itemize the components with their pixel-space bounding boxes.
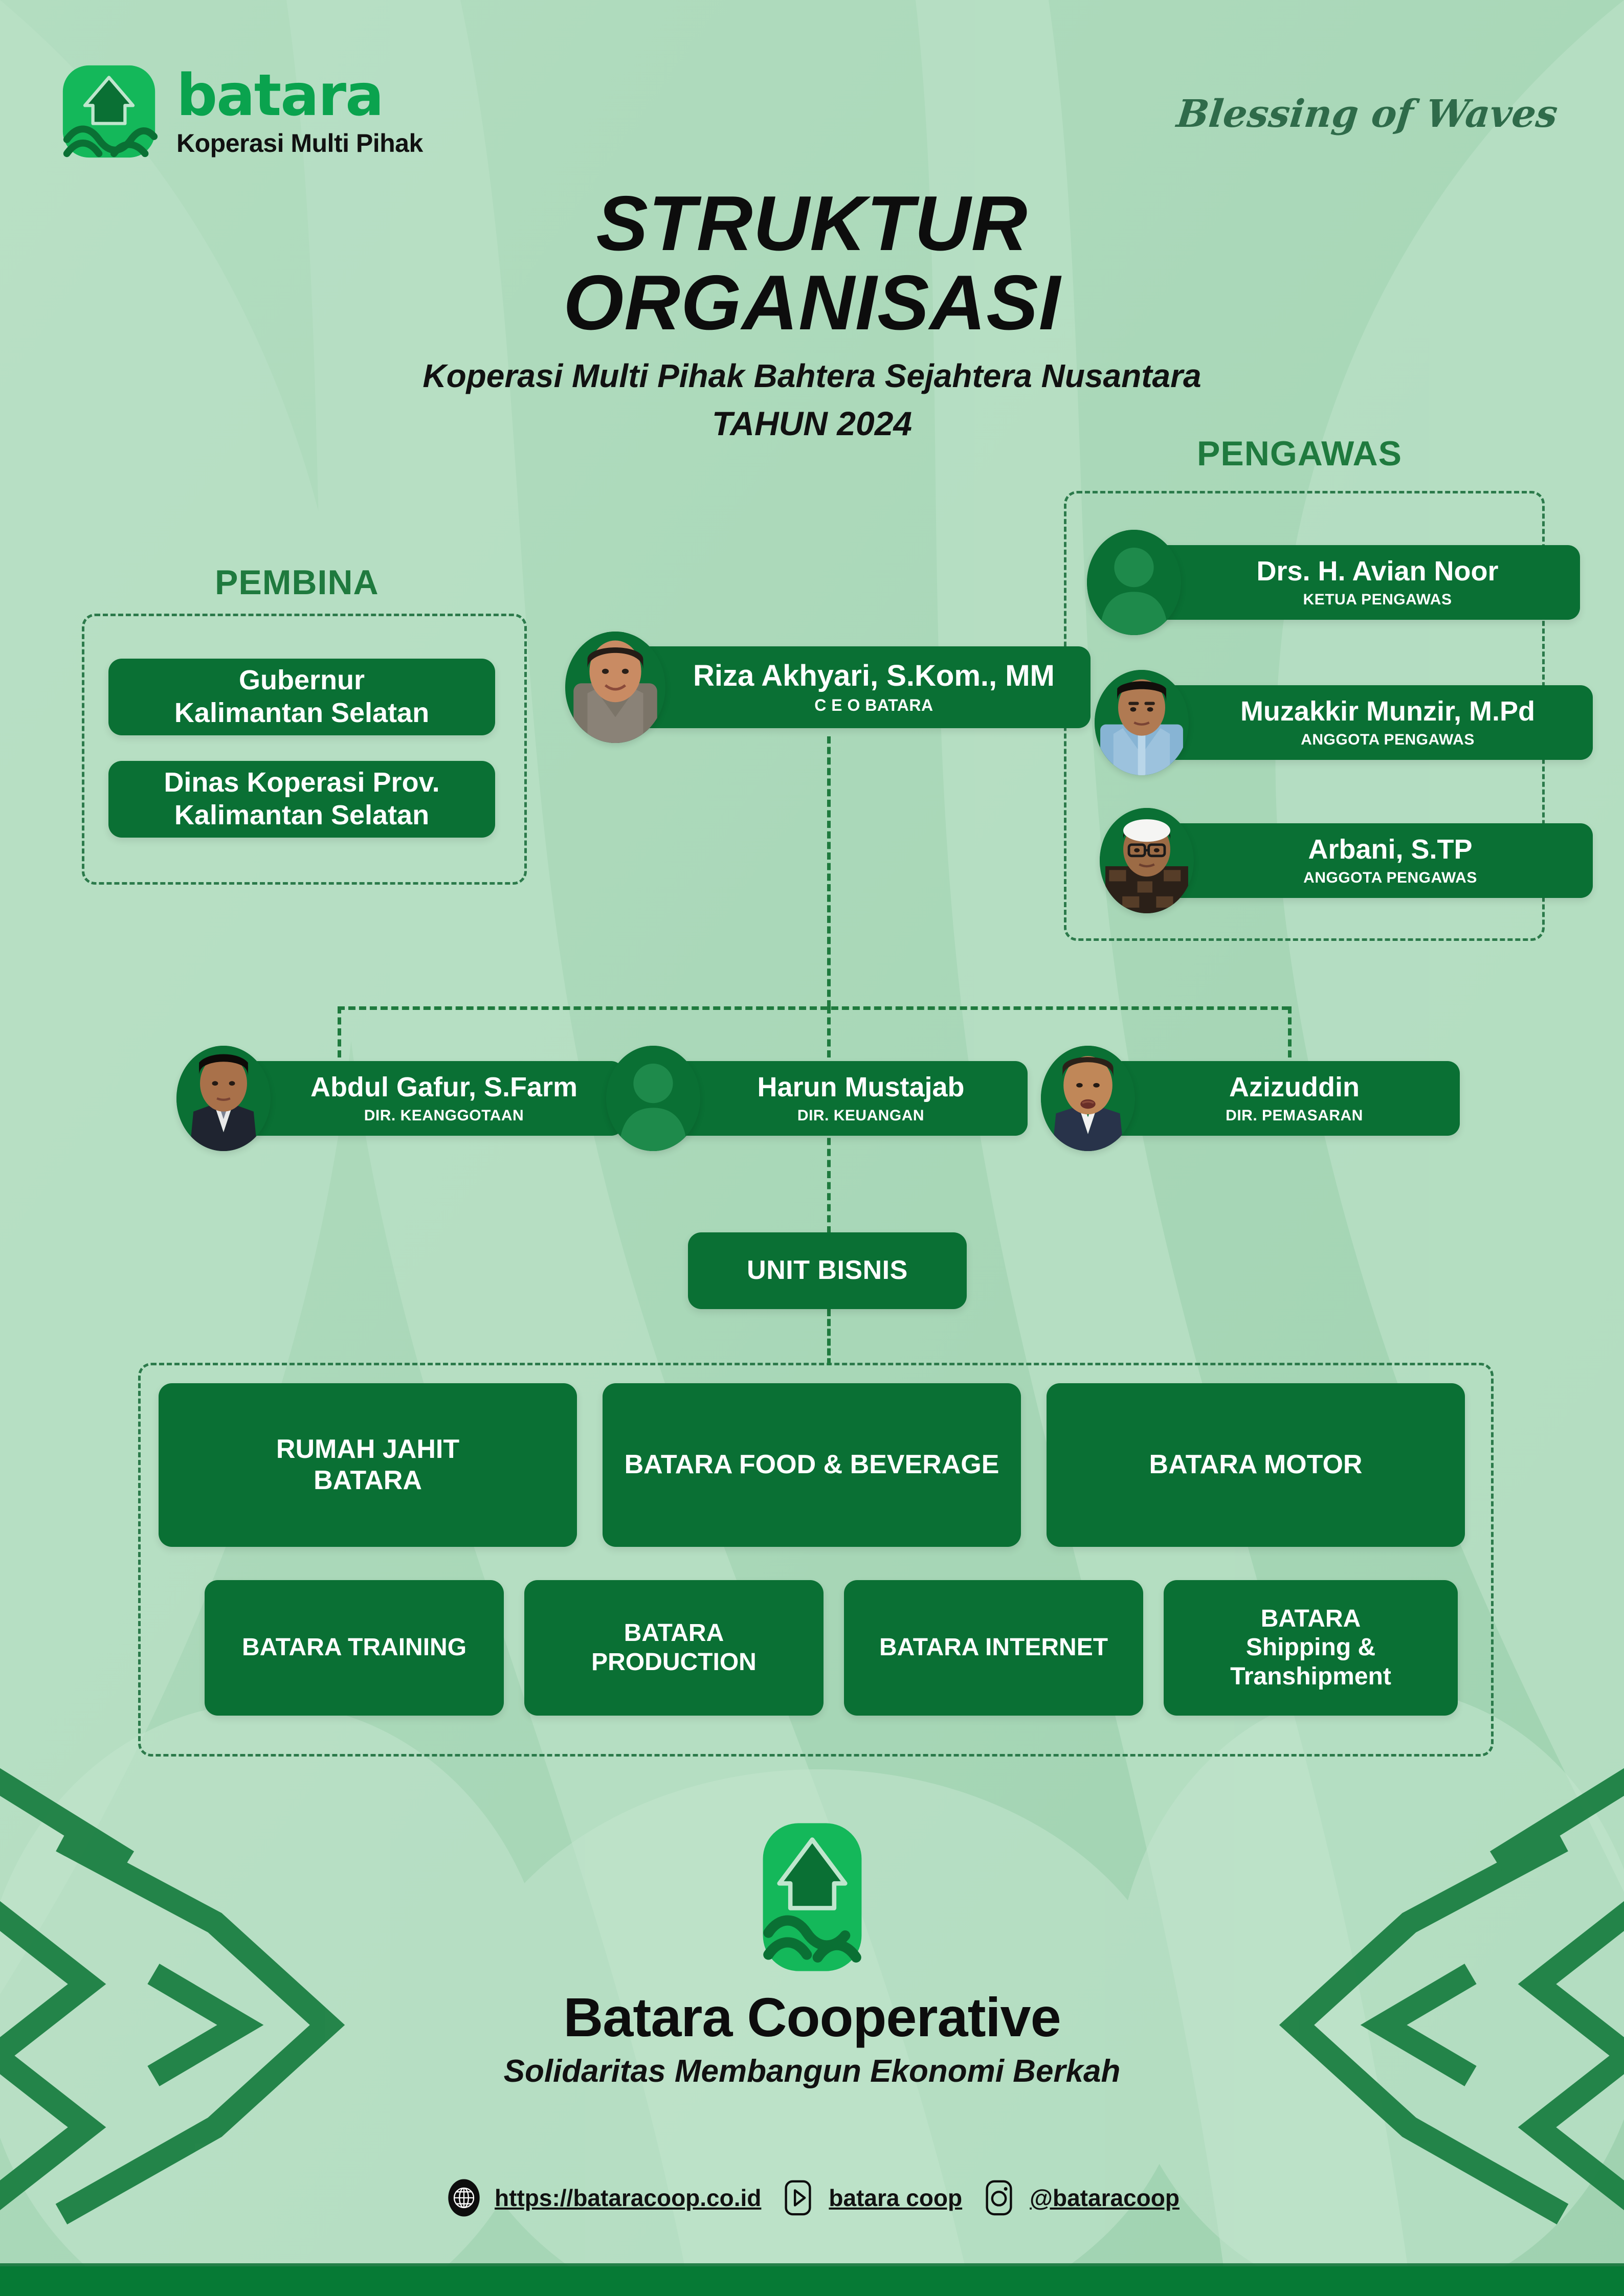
bottom-bar (0, 2266, 1624, 2296)
director-name-2: Harun Mustajab (757, 1072, 965, 1103)
logo-wordmark: batara (176, 62, 384, 129)
social-label-instagram: @bataracoop (1030, 2185, 1180, 2211)
youtube-icon (785, 2180, 811, 2216)
person-card-pengawas-2[interactable]: Muzakkir Munzir, M.Pd ANGGOTA PENGAWAS (1095, 670, 1593, 775)
business-unit-box-4[interactable]: BATARA TRAINING (205, 1580, 504, 1716)
avatar-ceo (565, 632, 665, 743)
connector-ceo-down (827, 736, 831, 1007)
plate-pengawas-1: Drs. H. Avian Noor KETUA PENGAWAS (1132, 545, 1580, 620)
business-unit-label-2: BATARA FOOD & BEVERAGE (624, 1450, 999, 1480)
avatar-photo-icon (1041, 1046, 1135, 1151)
pembina-box-2[interactable]: Dinas Koperasi Prov.Kalimantan Selatan (108, 761, 495, 838)
business-unit-label-3: BATARA MOTOR (1149, 1450, 1363, 1480)
avatar-photo-icon (176, 1046, 271, 1151)
batara-logo-icon (62, 65, 158, 158)
avatar-pengawas-1 (1087, 530, 1181, 635)
pembina-caption: PEMBINA (215, 563, 379, 602)
business-unit-box-3[interactable]: BATARA MOTOR (1047, 1383, 1465, 1547)
plate-pengawas-2: Muzakkir Munzir, M.Pd ANGGOTA PENGAWAS (1140, 685, 1593, 760)
ceo-role: C E O BATARA (814, 696, 933, 715)
pengawas-role-2: ANGGOTA PENGAWAS (1301, 731, 1475, 748)
plate-ceo: Riza Akhyari, S.Kom., MM C E O BATARA (616, 646, 1091, 729)
social-bar: https://bataracoop.co.id batara coop @ba… (0, 2178, 1624, 2217)
social-item-website[interactable]: https://bataracoop.co.id (444, 2178, 761, 2217)
tagline: Blessing of Waves (1174, 92, 1560, 136)
avatar-photo-icon (1100, 808, 1194, 913)
plate-director-1: Abdul Gafur, S.Farm DIR. KEANGGOTAAN (221, 1061, 624, 1136)
unit-bisnis-box[interactable]: UNIT BISNIS (688, 1232, 967, 1309)
pembina-group-frame (82, 614, 527, 885)
page-title: STRUKTUR ORGANISASI Koperasi Multi Pihak… (0, 184, 1624, 443)
unit-bisnis-label: UNIT BISNIS (747, 1255, 908, 1286)
director-name-1: Abdul Gafur, S.Farm (310, 1072, 578, 1103)
title-line-1: STRUKTUR (596, 180, 1028, 267)
pengawas-name-1: Drs. H. Avian Noor (1256, 556, 1499, 587)
avatar-pengawas-3 (1100, 808, 1194, 913)
avatar-placeholder-icon (1087, 530, 1181, 635)
person-card-pengawas-3[interactable]: Arbani, S.TP ANGGOTA PENGAWAS (1100, 808, 1593, 913)
director-name-3: Azizuddin (1229, 1072, 1360, 1103)
plate-director-2: Harun Mustajab DIR. KEUANGAN (651, 1061, 1028, 1136)
avatar-director-2 (606, 1046, 700, 1151)
footer-batara-logo-icon (763, 1823, 861, 1971)
connector-directors-bus (338, 1006, 1289, 1010)
person-card-director-1[interactable]: Abdul Gafur, S.Farm DIR. KEANGGOTAAN (176, 1046, 624, 1151)
avatar-photo-icon (1095, 670, 1189, 775)
footer-motto: Solidaritas Membangun Ekonomi Berkah (503, 2054, 1121, 2089)
globe-icon (448, 2179, 480, 2217)
person-card-director-3[interactable]: Azizuddin DIR. PEMASARAN (1041, 1046, 1460, 1151)
social-item-instagram[interactable]: @bataracoop (980, 2178, 1180, 2217)
person-card-pengawas-1[interactable]: Drs. H. Avian Noor KETUA PENGAWAS (1087, 530, 1580, 635)
footer-title: Batara Cooperative (563, 1986, 1061, 2048)
logo-subtitle: Koperasi Multi Pihak (176, 129, 423, 157)
pengawas-role-1: KETUA PENGAWAS (1303, 591, 1452, 608)
director-role-1: DIR. KEANGGOTAAN (364, 1107, 524, 1124)
social-label-website: https://bataracoop.co.id (495, 2185, 762, 2211)
ceo-name: Riza Akhyari, S.Kom., MM (693, 659, 1055, 692)
brand-logo: batara Koperasi Multi Pihak (59, 61, 423, 162)
plate-director-3: Azizuddin DIR. PEMASARAN (1086, 1061, 1460, 1136)
title-line-2: ORGANISASI (563, 259, 1061, 347)
director-role-3: DIR. PEMASARAN (1226, 1107, 1363, 1124)
pengawas-role-3: ANGGOTA PENGAWAS (1303, 869, 1477, 886)
pembina-label-2: Dinas Koperasi Prov.Kalimantan Selatan (164, 767, 440, 830)
connector-unit-to-frame (827, 1309, 831, 1365)
business-unit-box-6[interactable]: BATARA INTERNET (844, 1580, 1143, 1716)
title-subtitle: Koperasi Multi Pihak Bahtera Sejahtera N… (422, 357, 1202, 395)
pengawas-name-2: Muzakkir Munzir, M.Pd (1240, 696, 1536, 727)
person-card-ceo[interactable]: Riza Akhyari, S.Kom., MM C E O BATARA (565, 632, 1091, 743)
pengawas-caption: PENGAWAS (1197, 434, 1402, 473)
avatar-photo-icon (565, 632, 665, 743)
instagram-icon (986, 2180, 1012, 2216)
social-label-youtube: batara coop (829, 2185, 963, 2211)
director-role-2: DIR. KEUANGAN (797, 1107, 925, 1124)
business-unit-label-4: BATARA TRAINING (241, 1634, 467, 1661)
footer: Batara Cooperative Solidaritas Membangun… (0, 1820, 1624, 2089)
business-unit-label-6: BATARA INTERNET (879, 1634, 1108, 1661)
pengawas-name-3: Arbani, S.TP (1308, 834, 1473, 865)
avatar-director-1 (176, 1046, 271, 1151)
avatar-pengawas-2 (1095, 670, 1189, 775)
person-card-director-2[interactable]: Harun Mustajab DIR. KEUANGAN (606, 1046, 1028, 1151)
business-unit-box-2[interactable]: BATARA FOOD & BEVERAGE (603, 1383, 1021, 1547)
avatar-director-3 (1041, 1046, 1135, 1151)
social-item-youtube[interactable]: batara coop (778, 2178, 962, 2217)
plate-pengawas-3: Arbani, S.TP ANGGOTA PENGAWAS (1145, 823, 1593, 898)
avatar-placeholder-icon (606, 1046, 700, 1151)
